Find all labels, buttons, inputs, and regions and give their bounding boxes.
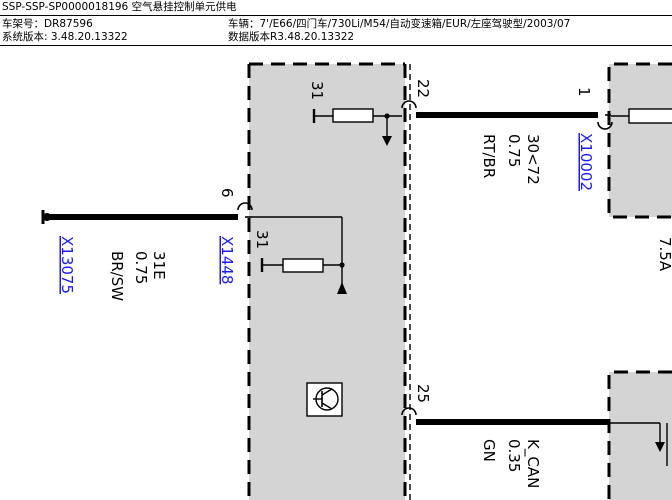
wires — [41, 112, 608, 425]
vin-label: 车架号：DR87596 — [2, 18, 93, 30]
wire-top-gauge: 0.75 — [505, 134, 523, 167]
arrow-down-icon — [382, 136, 392, 146]
can-node-border — [607, 370, 672, 500]
wire-bottom-color: GN — [480, 439, 498, 462]
wire-left-color: BR/SW — [108, 251, 126, 301]
pin-hook-6 — [237, 202, 253, 211]
wire-bottom-signal: K_CAN — [523, 439, 542, 488]
system-version: 系统版本: 3.48.20.13322 — [2, 31, 128, 43]
label-ground-top: 31 — [308, 81, 326, 100]
pin-hook-1 — [597, 121, 613, 130]
transistor-collector — [321, 388, 333, 396]
header: SSP-SSP-SP0000018196 空气悬挂控制单元供电 车架号：DR87… — [0, 0, 672, 46]
page-title: SSP-SSP-SP0000018196 空气悬挂控制单元供电 — [2, 1, 237, 13]
data-version: 数据版本R3.48.20.13322 — [228, 31, 355, 43]
pin-hook-25 — [401, 407, 417, 416]
transistor-emitter — [321, 402, 333, 410]
control-module-border — [247, 62, 407, 500]
connector-link-x10002[interactable]: X10002 — [577, 133, 595, 191]
wire-top-color: RT/BR — [480, 134, 498, 178]
junction-left — [339, 262, 345, 268]
can-node-fill — [609, 372, 672, 500]
wire-top-signal: 30<72 — [524, 134, 542, 185]
wire-left-gauge: 0.75 — [132, 251, 150, 284]
fuse-box-border — [607, 62, 672, 219]
pin-hooks — [237, 100, 613, 416]
resistor-left — [282, 258, 324, 273]
internal-ground-top — [312, 108, 402, 146]
label-pin-22: 22 — [414, 79, 432, 98]
fuse-rating: 7.5A — [656, 237, 672, 272]
pin-hook-22 — [401, 100, 417, 109]
header-divider — [0, 15, 672, 16]
vehicle-info: 车辆：7'/E66/四门车/730Li/M54/自动变速箱/EUR/左座驾驶型/… — [228, 18, 571, 30]
label-pin-1: 1 — [575, 87, 593, 97]
control-module-fill — [249, 64, 405, 500]
connector-link-x13075[interactable]: X13075 — [58, 236, 76, 294]
internal-ground-left — [252, 216, 347, 294]
arrow-up-icon — [337, 282, 347, 294]
label-pin-25: 25 — [414, 384, 432, 403]
wire-left-signal: 31E — [150, 251, 168, 280]
ground-dot-left — [43, 213, 51, 221]
transistor-icon — [306, 382, 343, 417]
connector-link-x1448[interactable]: X1448 — [218, 236, 236, 284]
can-node — [607, 370, 672, 500]
wiring-diagram: 31 31 6 22 25 1 X1448 X13075 X10002 31E … — [41, 62, 672, 500]
resistor-top — [332, 108, 374, 123]
header-bottom-divider — [0, 45, 672, 46]
fuse-box-fill — [609, 64, 672, 217]
control-module — [247, 62, 411, 500]
wire-bottom-gauge: 0.35 — [505, 439, 523, 472]
can-node-arrow-icon — [655, 442, 665, 452]
fuse-symbol — [628, 108, 672, 124]
fuse-box — [607, 62, 672, 219]
label-pin-6: 6 — [218, 188, 236, 198]
label-ground-left: 31 — [253, 230, 271, 249]
labels: 31 31 6 22 25 1 X1448 X13075 X10002 31E … — [58, 79, 672, 488]
